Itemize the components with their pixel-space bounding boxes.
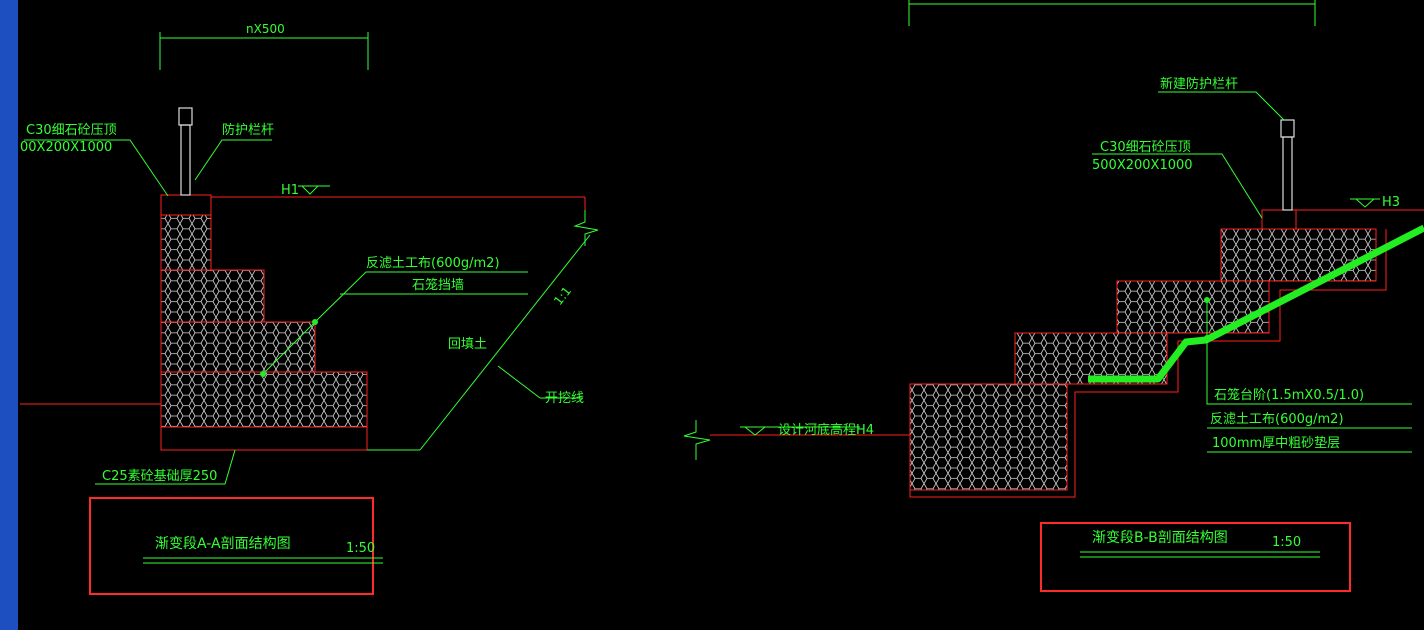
sand-cushion-label-b: 100mm厚中粗砂垫层 (1212, 435, 1340, 451)
title-block-b[interactable]: 渐变段B-B剖面结构图 1:50 (1040, 522, 1351, 592)
slope-ratio-label-a: 1:1 (551, 284, 574, 308)
title-label-a: 渐变段A-A剖面结构图 (155, 536, 291, 552)
foundation-label-a: C25素砼基础厚250 (102, 469, 217, 484)
section-b-b: H3 设计河底高程H4 新建防护栏杆 C30细石砼压顶 500X200X (683, 0, 1424, 592)
gabion-steps-b (910, 229, 1376, 490)
section-a-a: nX500 (20, 22, 599, 595)
scale-label-a: 1:50 (346, 541, 375, 556)
coping-size-label-b: 500X200X1000 (1092, 158, 1193, 173)
excavation-label-a: 开挖线 (545, 391, 584, 406)
break-line-a (573, 210, 599, 246)
dim-top-label-a: nX500 (246, 22, 285, 36)
gabion-wall-a (161, 215, 367, 427)
railing-label-a: 防护栏杆 (222, 122, 274, 138)
dimension-top-b (908, 0, 1316, 26)
backfill-label-a: 回填土 (448, 337, 487, 352)
left-toolbar-strip (0, 0, 18, 630)
gabion-step-label-b: 石笼台阶(1.5mX0.5/1.0) (1214, 387, 1364, 403)
excavation-slope-a (367, 234, 591, 451)
filter-fabric-line-b (1088, 224, 1424, 383)
river-bed-label: 设计河底高程H4 (778, 422, 874, 438)
fabric-point-b2 (1204, 335, 1210, 341)
fabric-point-b1 (1204, 297, 1210, 303)
scale-label-b: 1:50 (1272, 535, 1301, 550)
gabion-outline-a (20, 194, 586, 451)
river-bed-marker (683, 420, 860, 460)
level-h3-label: H3 (1382, 195, 1400, 210)
railing-post-b (1280, 119, 1295, 211)
level-h1-label: H1 (281, 183, 299, 198)
fabric-point-a1 (312, 319, 318, 325)
filter-fabric-label-b: 反滤土工布(600g/m2) (1210, 412, 1344, 427)
dimension-top-a (159, 32, 369, 70)
level-marker-h3 (1350, 198, 1380, 208)
coping-a (160, 194, 212, 216)
gabion-wall-label-a: 石笼挡墙 (412, 277, 464, 293)
level-marker-h1 (298, 185, 330, 195)
coping-label-b: C30细石砼压顶 (1100, 140, 1191, 155)
coping-label-a: C30细石砼压顶 (26, 123, 117, 138)
leaders-a (24, 139, 528, 485)
title-block-a[interactable]: 渐变段A-A剖面结构图 1:50 (89, 497, 383, 595)
highlight-box-a (89, 497, 374, 595)
leaders-b (1092, 91, 1412, 453)
filter-fabric-label-a: 反滤土工布(600g/m2) (366, 256, 500, 271)
highlight-box-b (1040, 522, 1351, 592)
coping-size-label-a: 00X200X1000 (20, 140, 112, 155)
new-railing-label-b: 新建防护栏杆 (1160, 76, 1238, 92)
railing-post-a (178, 107, 193, 196)
fabric-point-a2 (260, 371, 266, 377)
title-label-b: 渐变段B-B剖面结构图 (1092, 530, 1228, 546)
